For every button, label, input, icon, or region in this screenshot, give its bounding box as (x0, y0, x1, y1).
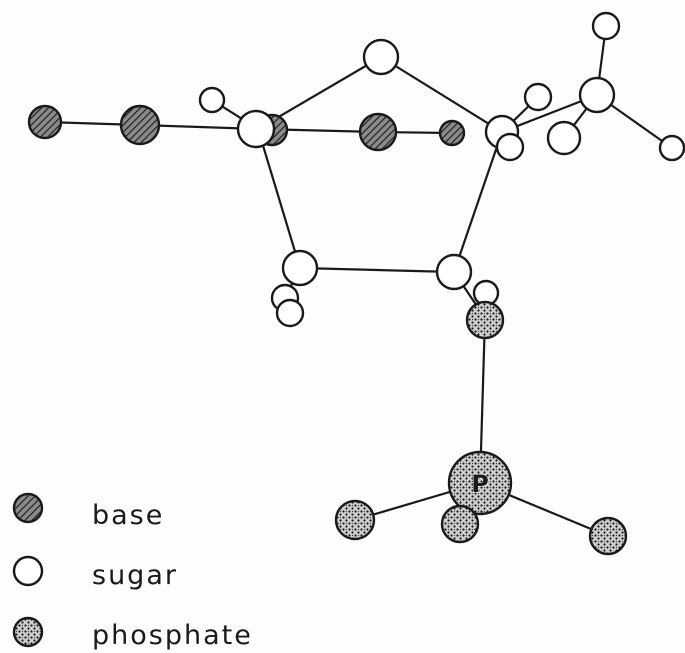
sugar-atom (495, 132, 525, 162)
sugar-atom (578, 76, 616, 114)
base-atom (119, 104, 161, 146)
sugar-atom (198, 86, 226, 114)
sugar-atom (546, 120, 582, 156)
phosphorus-atom (447, 450, 513, 516)
bond-lines (44, 25, 673, 538)
phosphate-atom (334, 499, 376, 541)
phosphate-atom (465, 300, 505, 340)
base-atom (438, 119, 466, 147)
legend-label-phosphate: phosphate (92, 620, 253, 651)
base-atom (27, 104, 63, 140)
sugar-atom (236, 109, 276, 149)
bond (256, 128, 302, 269)
bond (452, 131, 504, 273)
phosphate-atom (440, 504, 480, 544)
sugar-atom (275, 298, 305, 328)
legend-phosphate-icon (12, 616, 44, 648)
sugar-atom (281, 249, 319, 287)
bond (380, 56, 503, 133)
sugar-atom (658, 134, 685, 162)
sugar-atom (591, 11, 621, 41)
base-atom (358, 112, 398, 152)
phosphate-atom (588, 516, 628, 556)
legend-label-base: base (92, 500, 165, 531)
legend-base-icon (12, 492, 44, 524)
sugar-atom (435, 253, 473, 291)
phosphorus-label: P (471, 470, 489, 498)
sugar-atom (362, 38, 400, 76)
sugar-atom (523, 82, 553, 112)
bond (299, 266, 455, 274)
legend-sugar-icon (12, 555, 44, 587)
legend-label-sugar: sugar (92, 560, 178, 591)
